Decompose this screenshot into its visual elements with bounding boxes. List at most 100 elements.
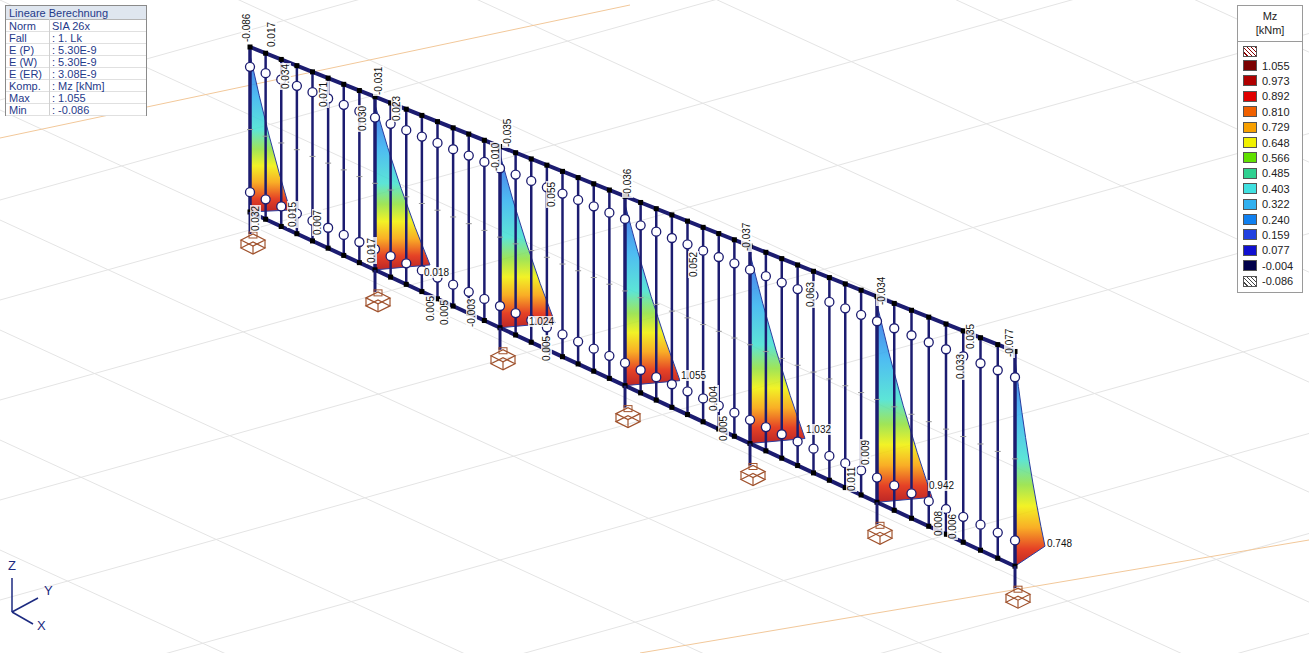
node-point (513, 150, 518, 155)
member-tick (325, 163, 331, 164)
moment-value: 0.005 (718, 415, 729, 442)
node-point (926, 524, 931, 529)
supports (241, 212, 1030, 608)
member-tick (926, 421, 932, 422)
member-tick (403, 196, 409, 197)
hinge-symbol (574, 337, 583, 346)
moment-value: 1.024 (528, 316, 555, 327)
legend-value: 0.403 (1262, 183, 1290, 195)
hinge-symbol (277, 202, 286, 211)
moment-value: 0.748 (1046, 538, 1073, 549)
node-point (294, 63, 299, 68)
support-symbol (514, 356, 515, 364)
node-point (341, 253, 346, 258)
member-tick (450, 216, 456, 217)
support-symbol (490, 356, 491, 364)
member-tick (341, 169, 347, 170)
member-tick (466, 223, 472, 224)
node-point (529, 156, 534, 161)
moment-value: 0.005 (439, 299, 450, 326)
member-tick (622, 290, 628, 291)
member-tick (943, 429, 949, 430)
legend-heading: Mz (1263, 10, 1278, 23)
member-tick (811, 372, 817, 373)
hinge-symbol (730, 259, 739, 268)
moment-value: -0.010 (490, 142, 501, 172)
hinge-symbol (511, 170, 520, 179)
node-point (435, 119, 440, 124)
moment-value: -0.086 (241, 13, 252, 43)
hinge-symbol (464, 287, 473, 296)
support-post (499, 328, 502, 350)
moment-value: 0.071 (318, 81, 329, 108)
table-value: SIA 26x (52, 20, 90, 32)
hinge-symbol (714, 253, 723, 262)
table-key: E (P) (9, 44, 34, 56)
hinge-symbol (890, 481, 899, 490)
member-tick (909, 414, 915, 415)
member-tick (653, 304, 659, 305)
member-tick (731, 338, 737, 339)
hinge-symbol (496, 302, 505, 311)
hinge-symbol (261, 195, 270, 204)
node-point (576, 175, 581, 180)
node-point (341, 82, 346, 87)
member-tick (278, 142, 284, 143)
hinge-symbol (417, 132, 426, 141)
node-point (944, 322, 949, 327)
node-point (529, 340, 534, 345)
table-value: : 3.08E-9 (52, 68, 97, 80)
support-symbol (366, 300, 390, 312)
node-point (404, 107, 409, 112)
node-point (978, 548, 983, 553)
grid-line (0, 330, 1309, 653)
table-value: : -0.086 (52, 104, 89, 116)
node-point (607, 188, 612, 193)
hinge-symbol (841, 304, 850, 313)
z-axis (11, 578, 13, 612)
node-point (326, 76, 331, 81)
node-point (576, 361, 581, 366)
node-point (811, 470, 816, 475)
hinge-symbol (746, 415, 755, 424)
node-point (357, 88, 362, 93)
node-point (763, 448, 768, 453)
hinge-symbol (907, 489, 916, 498)
axis-line (640, 540, 1309, 653)
hinge-symbol (480, 157, 489, 166)
node-point (591, 369, 596, 374)
hinge-symbol (292, 81, 301, 90)
legend-value: 0.240 (1262, 214, 1290, 226)
hinge-symbol (761, 272, 770, 281)
support-symbol (389, 298, 390, 306)
member-tick (606, 284, 612, 285)
support-symbol (264, 240, 265, 248)
moment-value: -0.077 (1004, 328, 1015, 358)
moment-value: -0.035 (502, 118, 513, 148)
hinge-symbol (339, 230, 348, 239)
member-tick (826, 378, 832, 379)
support-symbol (502, 362, 503, 370)
moment-value: 0.035 (965, 323, 976, 350)
color-swatch (1243, 91, 1257, 102)
legend-value: -0.086 (1262, 275, 1293, 287)
support-post (374, 270, 377, 292)
moment-value: 0.006 (947, 513, 958, 540)
member-tick (763, 351, 769, 352)
node-point (560, 354, 565, 359)
node-point (279, 57, 284, 62)
moment-value: 0.030 (357, 105, 368, 132)
hinge-symbol (558, 330, 567, 339)
hinge-symbol (371, 113, 380, 122)
support-symbol (867, 530, 868, 538)
table-key: Min (9, 104, 27, 116)
hinge-symbol (667, 233, 676, 242)
hinge-symbol (605, 351, 614, 360)
member-tick (575, 270, 581, 271)
hinge-symbol (1011, 373, 1020, 382)
node-point (638, 390, 643, 395)
support-symbol (1017, 600, 1018, 608)
hinge-symbol (907, 331, 916, 340)
support-symbol (366, 292, 390, 304)
hinge-symbol (621, 214, 630, 223)
